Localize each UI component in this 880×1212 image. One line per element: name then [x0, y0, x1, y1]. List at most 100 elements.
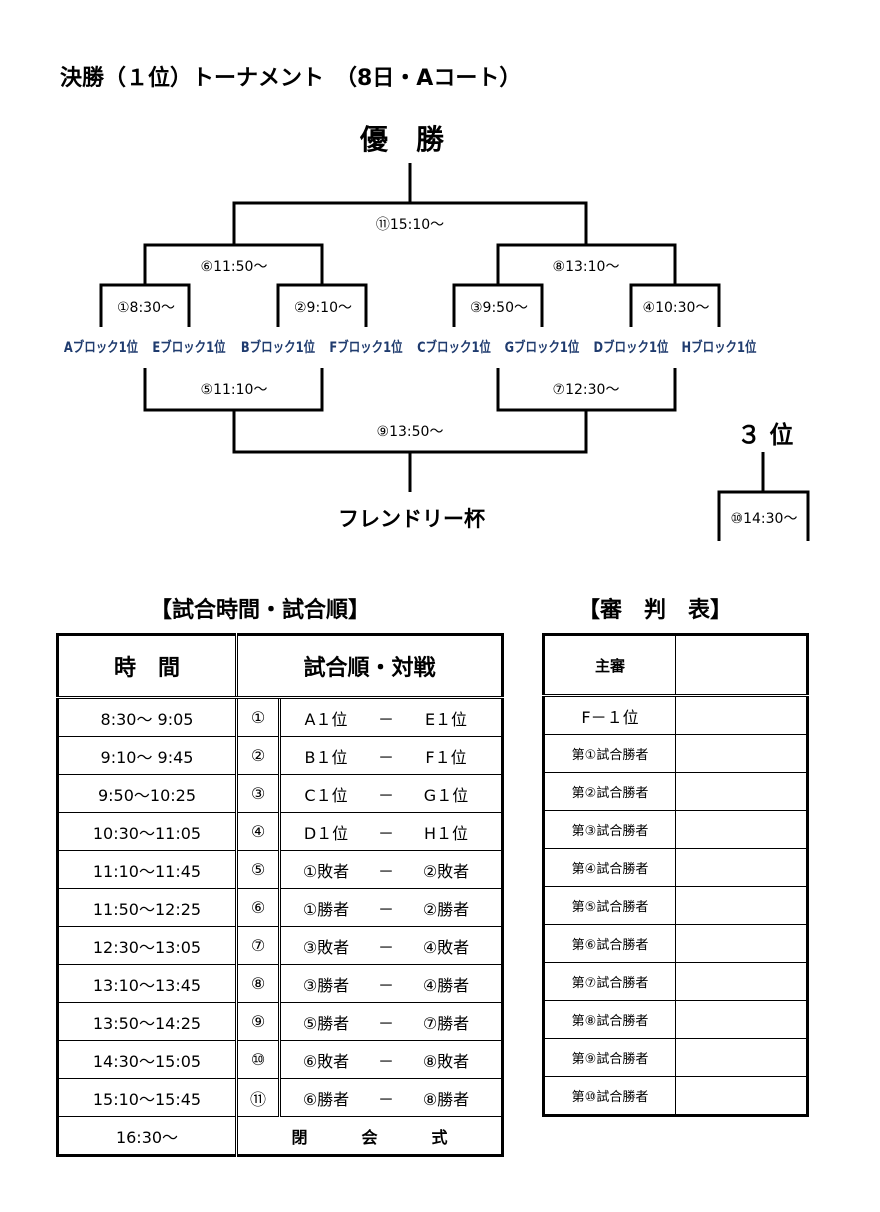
row-match-number: ⑪	[235, 1078, 281, 1117]
closing-char: 式	[431, 1127, 448, 1147]
row-matchup: A１位－E１位	[279, 697, 503, 737]
row-matchup: ⑥勝者－⑧勝者	[279, 1078, 503, 1117]
referee-blank	[675, 734, 808, 773]
referee-assignment: 第⑨試合勝者	[543, 1038, 676, 1077]
table-row: 第④試合勝者	[543, 848, 808, 887]
referee-blank	[675, 1076, 808, 1116]
table-row: 第②試合勝者	[543, 772, 808, 811]
row-match-number: ③	[235, 774, 281, 813]
header-time: 時 間	[57, 634, 237, 699]
row-time: 11:50～12:25	[57, 888, 237, 927]
matchup-right: ④勝者	[422, 975, 470, 995]
matchup-right: ⑦勝者	[422, 1013, 470, 1033]
matchup-left: A１位	[304, 709, 348, 729]
matchup-dash: －	[377, 937, 394, 957]
matchup-right: ④敗者	[422, 937, 470, 957]
row-time: 15:10～15:45	[57, 1078, 237, 1117]
row-time: 11:10～11:45	[57, 850, 237, 889]
team-f1: Fブロック1位	[329, 340, 403, 356]
row-matchup: ③勝者－④勝者	[279, 964, 503, 1003]
tournament-bracket	[99, 163, 810, 541]
row-time: 9:10～ 9:45	[57, 736, 237, 775]
referee-blank	[675, 810, 808, 849]
row-match-number: ⑩	[235, 1040, 281, 1079]
matchup-left: ⑤勝者	[302, 1013, 350, 1033]
match-10-time: ⑩14:30～	[730, 511, 798, 527]
referee-assignment: 第③試合勝者	[543, 810, 676, 849]
team-a1: Aブロック1位	[63, 340, 139, 356]
team-g1: Gブロック1位	[504, 340, 580, 356]
referee-assignment: 第⑦試合勝者	[543, 962, 676, 1001]
schedule-title: 【試合時間・試合順】	[150, 598, 371, 623]
matchup-left: C１位	[304, 785, 348, 805]
row-time: 13:10～13:45	[57, 964, 237, 1003]
row-match-number: ①	[235, 697, 281, 737]
row-matchup: ⑤勝者－⑦勝者	[279, 1002, 503, 1041]
team-b1: Bブロック1位	[240, 340, 316, 356]
referee-assignment: 第⑧試合勝者	[543, 1000, 676, 1039]
table-row: 第⑨試合勝者	[543, 1038, 808, 1077]
referee-title: 【審 判 表】	[578, 598, 733, 623]
match-5-time: ⑤11:10～	[200, 382, 268, 398]
third-place-label: ３ 位	[737, 421, 794, 449]
team-h1: Hブロック1位	[681, 340, 757, 356]
row-match-number: ⑤	[235, 850, 281, 889]
row-matchup: ③敗者－④敗者	[279, 926, 503, 965]
referee-blank	[675, 1000, 808, 1039]
matchup-dash: －	[377, 899, 394, 919]
row-match-number: ⑨	[235, 1002, 281, 1041]
friendly-cup-label: フレンドリー杯	[338, 507, 485, 531]
row-time: 13:50～14:25	[57, 1002, 237, 1041]
row-time: 10:30～11:05	[57, 812, 237, 851]
matchup-dash: －	[377, 747, 394, 767]
matchup-dash: －	[377, 1051, 394, 1071]
row-matchup: ①敗者－②敗者	[279, 850, 503, 889]
matchup-left: ⑥敗者	[302, 1051, 350, 1071]
referee-assignment: 第⑤試合勝者	[543, 886, 676, 925]
matchup-dash: －	[377, 975, 394, 995]
matchup-left: ①敗者	[302, 861, 350, 881]
closing-time: 16:30～	[57, 1116, 237, 1156]
row-match-number: ⑥	[235, 888, 281, 927]
row-match-number: ②	[235, 736, 281, 775]
match-4-time: ④10:30～	[642, 300, 710, 316]
match-9-time: ⑨13:50～	[376, 424, 444, 440]
table-row: 第⑥試合勝者	[543, 924, 808, 963]
closing-char: 会	[361, 1127, 378, 1147]
row-time: 9:50～10:25	[57, 774, 237, 813]
matchup-left: B１位	[304, 747, 348, 767]
referee-assignment: 第②試合勝者	[543, 772, 676, 811]
match-11-time: ⑪15:10～	[375, 217, 445, 233]
referee-assignment: F－１位	[543, 695, 676, 735]
row-matchup: ⑥敗者 － ⑧敗者	[279, 1040, 503, 1079]
row-time: 12:30～13:05	[57, 926, 237, 965]
matchup-right: ②勝者	[422, 899, 470, 919]
matchup-right: ⑧勝者	[422, 1089, 470, 1109]
matchup-right: ⑧敗者	[422, 1051, 470, 1071]
team-c1: Cブロック1位	[417, 340, 491, 356]
matchup-right: G１位	[423, 785, 469, 805]
referee-assignment: 第⑥試合勝者	[543, 924, 676, 963]
row-time: 8:30～ 9:05	[57, 697, 237, 737]
match-7-time: ⑦12:30～	[552, 382, 620, 398]
row-match-number: ⑦	[235, 926, 281, 965]
match-2-time: ②9:10～	[294, 300, 352, 316]
matchup-left: D１位	[303, 823, 349, 843]
champion-label: 優 勝	[360, 123, 445, 156]
table-row: 第⑧試合勝者	[543, 1000, 808, 1039]
match-3-time: ③9:50～	[470, 300, 528, 316]
referee-assignment: 第①試合勝者	[543, 734, 676, 773]
matchup-dash: －	[377, 823, 394, 843]
referee-blank	[675, 848, 808, 887]
matchup-right: H１位	[423, 823, 469, 843]
row-match-number: ⑧	[235, 964, 281, 1003]
closing-char: 閉	[291, 1127, 308, 1147]
referee-table: 主審 F－１位第①試合勝者第②試合勝者第③試合勝者第④試合勝者第⑤試合勝者第⑥試…	[542, 633, 809, 1117]
